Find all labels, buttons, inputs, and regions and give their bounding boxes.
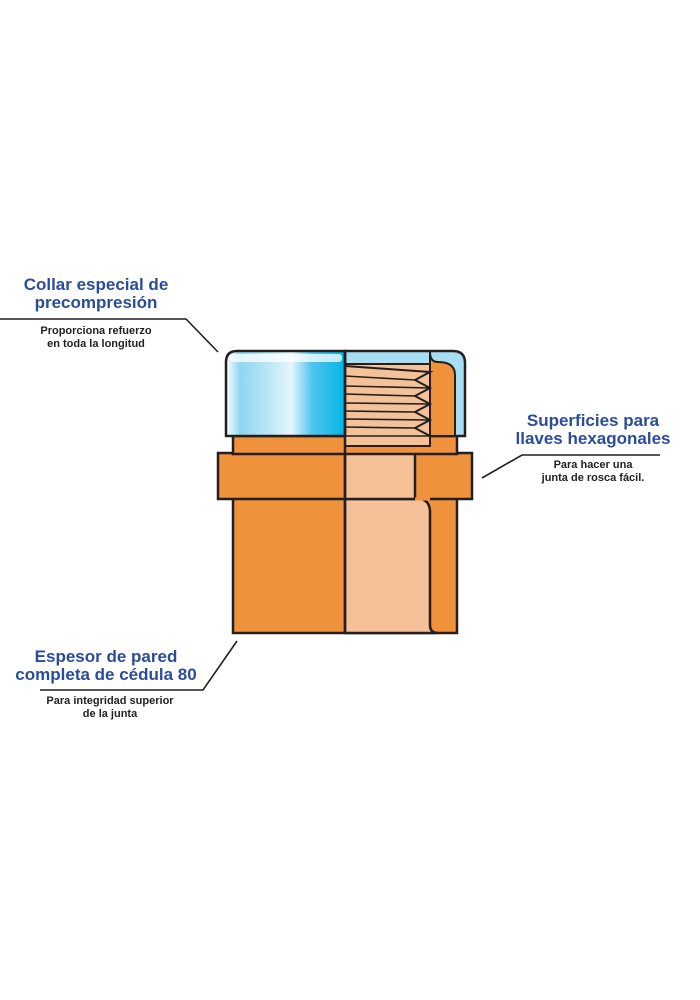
leader-line-hex: [481, 454, 660, 479]
callout-hex-desc-1: Para hacer una: [553, 459, 633, 471]
callout-collar-title-2: precompresión: [34, 293, 158, 312]
callout-collar-title-1: Collar especial de: [23, 275, 169, 294]
threads: [344, 363, 434, 447]
callout-hex-desc: Para hacer una junta de rosca fácil.: [512, 459, 674, 485]
callout-hex-title-1: Superficies para: [526, 411, 660, 430]
compression-collar: [224, 349, 347, 438]
callout-wall: Espesor de pared completa de cédula 80: [0, 648, 212, 684]
leader-line-wall: [40, 640, 238, 691]
threaded-wall: [429, 351, 456, 437]
collar-highlight: [230, 354, 342, 362]
callout-collar-desc-1: Proporciona refuerzo: [40, 325, 152, 337]
callout-hex-title-2: llaves hexagonales: [515, 429, 671, 448]
hex-band-inner: [343, 451, 417, 501]
callout-wall-desc-2: de la junta: [82, 708, 138, 720]
leader-line-collar: [0, 318, 219, 353]
callout-hex-desc-2: junta de rosca fácil.: [541, 472, 645, 484]
fitting-inner-bore: [343, 496, 439, 635]
callout-collar-desc: Proporciona refuerzo en toda la longitud: [16, 325, 176, 351]
callout-wall-desc-1: Para integridad superior: [46, 695, 174, 707]
callout-hex: Superficies para llaves hexagonales: [500, 412, 686, 448]
callout-collar-desc-2: en toda la longitud: [47, 338, 145, 350]
callout-wall-title-1: Espesor de pared: [34, 647, 178, 666]
callout-collar: Collar especial de precompresión: [6, 276, 186, 312]
callout-wall-desc: Para integridad superior de la junta: [20, 695, 200, 721]
callout-wall-title-2: completa de cédula 80: [15, 665, 197, 684]
